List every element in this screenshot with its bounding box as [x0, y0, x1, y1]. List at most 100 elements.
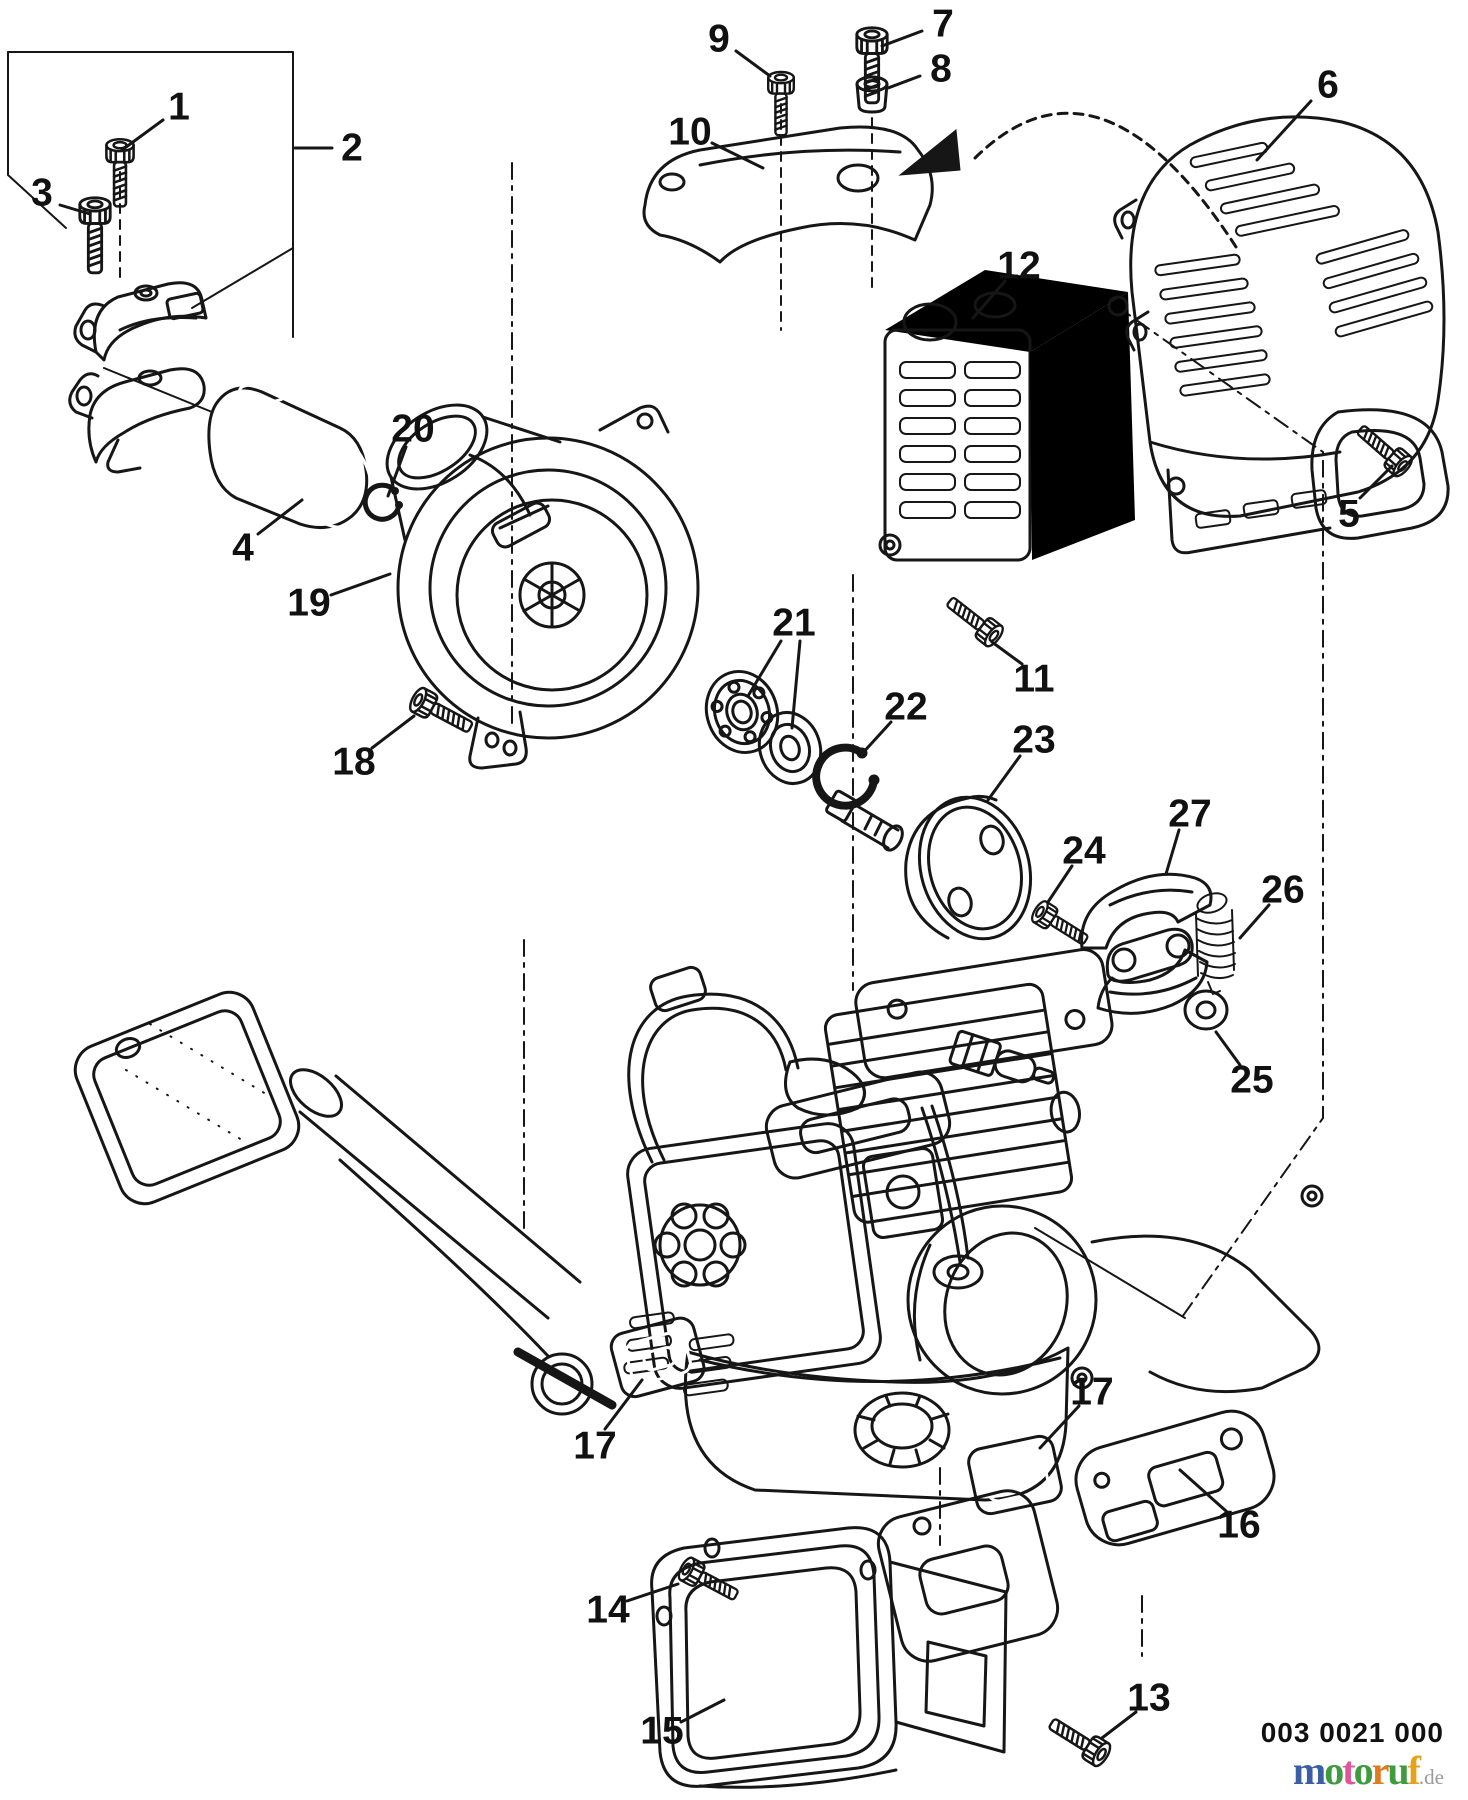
callout-17: 17: [573, 1425, 616, 1468]
callout-10: 10: [668, 111, 711, 154]
muffler-cover: [650, 1526, 1008, 1789]
leader-line-12: [971, 279, 1007, 320]
fan-housing: [385, 403, 700, 770]
callout-1: 1: [168, 86, 190, 129]
leader-line-19: [329, 572, 392, 597]
callout-3: 3: [31, 172, 53, 215]
engine-cover-outer: [1113, 115, 1450, 555]
leader-line-17: [603, 1378, 644, 1431]
logo-letter: o: [1324, 1748, 1344, 1793]
leader-line-24: [1046, 864, 1074, 904]
leader-line-22: [858, 720, 893, 758]
fuel-tank: [683, 1346, 1070, 1502]
construction-lines: [7, 51, 1324, 1657]
callout-15: 15: [640, 1710, 683, 1753]
air-filter-knob: [653, 1202, 747, 1288]
flywheel-housing: [906, 1184, 1324, 1396]
leader-line-14: [625, 1582, 680, 1603]
leader-line-21: [746, 639, 783, 698]
pipe-clamp-upper-half: [73, 281, 208, 362]
part-number: 003 0021 000: [1260, 1717, 1444, 1748]
logo-letter: m: [1292, 1748, 1326, 1793]
leader-line-7: [880, 29, 924, 48]
assembly-direction-arrow: [898, 111, 1240, 252]
callout-22: 22: [884, 686, 927, 729]
seal-washer: [757, 711, 823, 785]
leader-line-6: [1255, 99, 1313, 162]
pipe-clamp-lower-half: [68, 367, 206, 474]
callout-27: 27: [1168, 793, 1211, 836]
callout-8: 8: [930, 48, 952, 91]
leader-line-21: [790, 639, 802, 730]
callout-26: 26: [1261, 869, 1304, 912]
logo-letter: o: [1353, 1748, 1374, 1793]
leader-line-4: [256, 498, 304, 536]
logo-letters: motoruf: [1292, 1748, 1421, 1793]
leader-line-15: [679, 1698, 726, 1724]
leader-line-17: [1038, 1404, 1081, 1450]
cover-latch: [764, 1070, 952, 1180]
engine-cover-inner: [878, 270, 1135, 562]
callout-23: 23: [1012, 719, 1055, 762]
callout-7: 7: [932, 3, 954, 46]
leader-line-11: [990, 640, 1024, 666]
clutch-spring: [1195, 892, 1236, 995]
callout-6: 6: [1317, 64, 1339, 107]
callout-12: 12: [997, 245, 1040, 288]
callout-2: 2: [341, 127, 363, 170]
snap-ring-large: [812, 743, 880, 810]
callout-14: 14: [586, 1589, 630, 1632]
leader-line-13: [1100, 1710, 1138, 1740]
leader-line-23: [986, 754, 1022, 802]
leader-line-16: [1178, 1468, 1228, 1513]
callout-21: 21: [772, 602, 815, 645]
callout-5: 5: [1338, 493, 1360, 536]
tank-grommet-right: [967, 1434, 1063, 1516]
leader-line-27: [1164, 828, 1181, 876]
cover-handle: [1310, 408, 1450, 540]
logo-letter: f: [1407, 1748, 1421, 1793]
detail-box: [7, 51, 294, 338]
logo-letter: u: [1387, 1748, 1409, 1793]
callout-19: 19: [287, 582, 330, 625]
bolt-5: [1350, 418, 1417, 481]
leader-line-18: [370, 714, 416, 750]
logo-suffix: .de: [1418, 1765, 1444, 1789]
spacer-bushing: [855, 75, 889, 114]
callout-11: 11: [1013, 658, 1054, 701]
ball-bearing: [704, 670, 780, 754]
leader-line-25: [1214, 1030, 1242, 1067]
clutch-shoes: [1080, 872, 1213, 1015]
bolt-13: [1043, 1710, 1115, 1770]
cylinder-cover: [642, 125, 934, 264]
callout-17: 17: [1070, 1371, 1113, 1414]
callout-4: 4: [232, 527, 254, 570]
leader-line-5: [1358, 464, 1394, 500]
leader-line-20: [386, 445, 408, 498]
callout-9: 9: [708, 18, 730, 61]
rubber-coupling: [207, 376, 373, 530]
tank-grommet-left: [609, 1316, 706, 1399]
leader-line-10: [710, 141, 765, 170]
callout-13: 13: [1127, 1677, 1170, 1720]
leader-line-9: [734, 49, 772, 78]
bolt-11: [940, 590, 1008, 651]
logo-letter: t: [1342, 1748, 1355, 1793]
footer: 003 0021 000 motoruf.de: [1261, 1717, 1444, 1794]
engine-assembly: [73, 948, 1324, 1502]
spring-washer: [1183, 989, 1229, 1031]
throttle-tube: [73, 990, 617, 1416]
carburetor: [861, 1104, 984, 1290]
callout-25: 25: [1230, 1059, 1273, 1102]
muffler-gasket: [876, 1489, 1060, 1663]
leader-line-3: [58, 203, 92, 216]
callout-layer: 1234567891011121314151617171819202122232…: [31, 3, 1394, 1753]
air-filter-cover: [623, 1122, 882, 1397]
bolt-3: [78, 196, 112, 275]
leader-line-8: [886, 74, 922, 90]
callout-16: 16: [1217, 1504, 1260, 1547]
logo-letter: r: [1371, 1748, 1390, 1793]
side-bracket: [1074, 1409, 1276, 1547]
